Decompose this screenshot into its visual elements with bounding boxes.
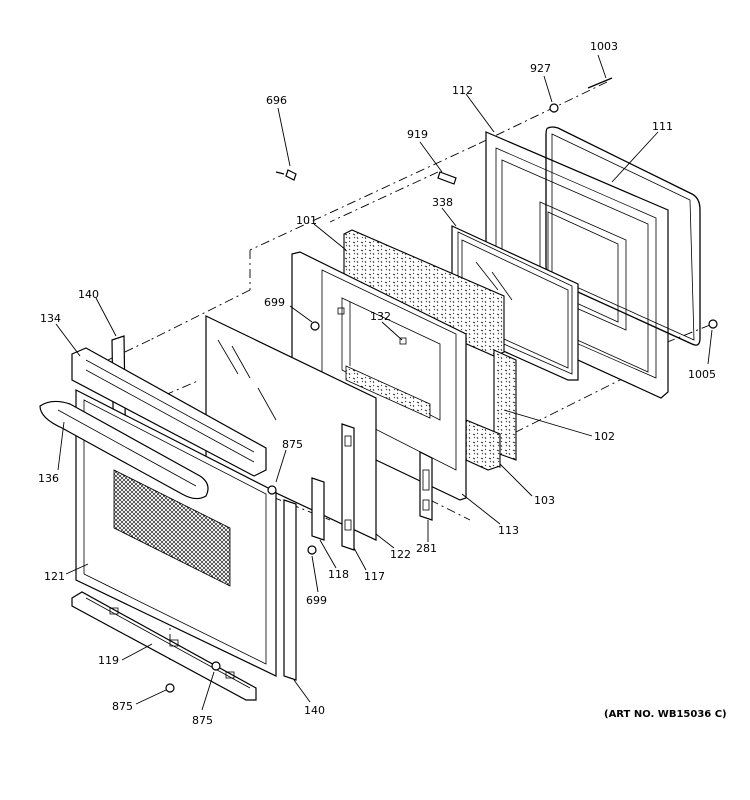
callout-875-mid: 875: [282, 438, 303, 451]
callout-122: 122: [390, 548, 411, 561]
callout-136: 136: [38, 472, 59, 485]
fasteners: [165, 77, 718, 693]
callout-140-bottom: 140: [304, 704, 325, 717]
callout-119: 119: [98, 654, 119, 667]
callout-875-bottom: 875: [192, 714, 213, 727]
callout-919: 919: [407, 128, 428, 141]
callout-118: 118: [328, 568, 349, 581]
callout-121: 121: [44, 570, 65, 583]
insulation-blankets: [343, 229, 517, 471]
callout-281: 281: [416, 542, 437, 555]
vent-trim: [71, 347, 267, 477]
door-gasket: [539, 126, 701, 346]
leader-lines: [55, 54, 713, 711]
callout-875-left: 875: [112, 700, 133, 713]
hinge-channels: [311, 423, 355, 551]
callout-699-bottom: 699: [306, 594, 327, 607]
outer-glass: [205, 315, 377, 541]
callout-132: 132: [370, 310, 391, 323]
callout-699-top: 699: [264, 296, 285, 309]
callout-113: 113: [498, 524, 519, 537]
callout-927: 927: [530, 62, 551, 75]
door-hinge: [419, 451, 433, 521]
callout-696: 696: [266, 94, 287, 107]
callout-101: 101: [296, 214, 317, 227]
callout-103: 103: [534, 494, 555, 507]
callout-1003: 1003: [590, 40, 618, 53]
callout-140-top: 140: [78, 288, 99, 301]
callout-labels: 1003 927 112 111 696 919 338 101 140 134…: [38, 40, 727, 727]
callout-112: 112: [452, 84, 473, 97]
bottom-trim: [71, 591, 257, 701]
callout-338: 338: [432, 196, 453, 209]
callout-102: 102: [594, 430, 615, 443]
callout-117: 117: [364, 570, 385, 583]
callout-111: 111: [652, 120, 673, 133]
callout-134: 134: [40, 312, 61, 325]
art-number: (ART NO. WB15036 C): [604, 709, 727, 720]
door-handle: [39, 400, 209, 500]
callout-1005: 1005: [688, 368, 716, 381]
